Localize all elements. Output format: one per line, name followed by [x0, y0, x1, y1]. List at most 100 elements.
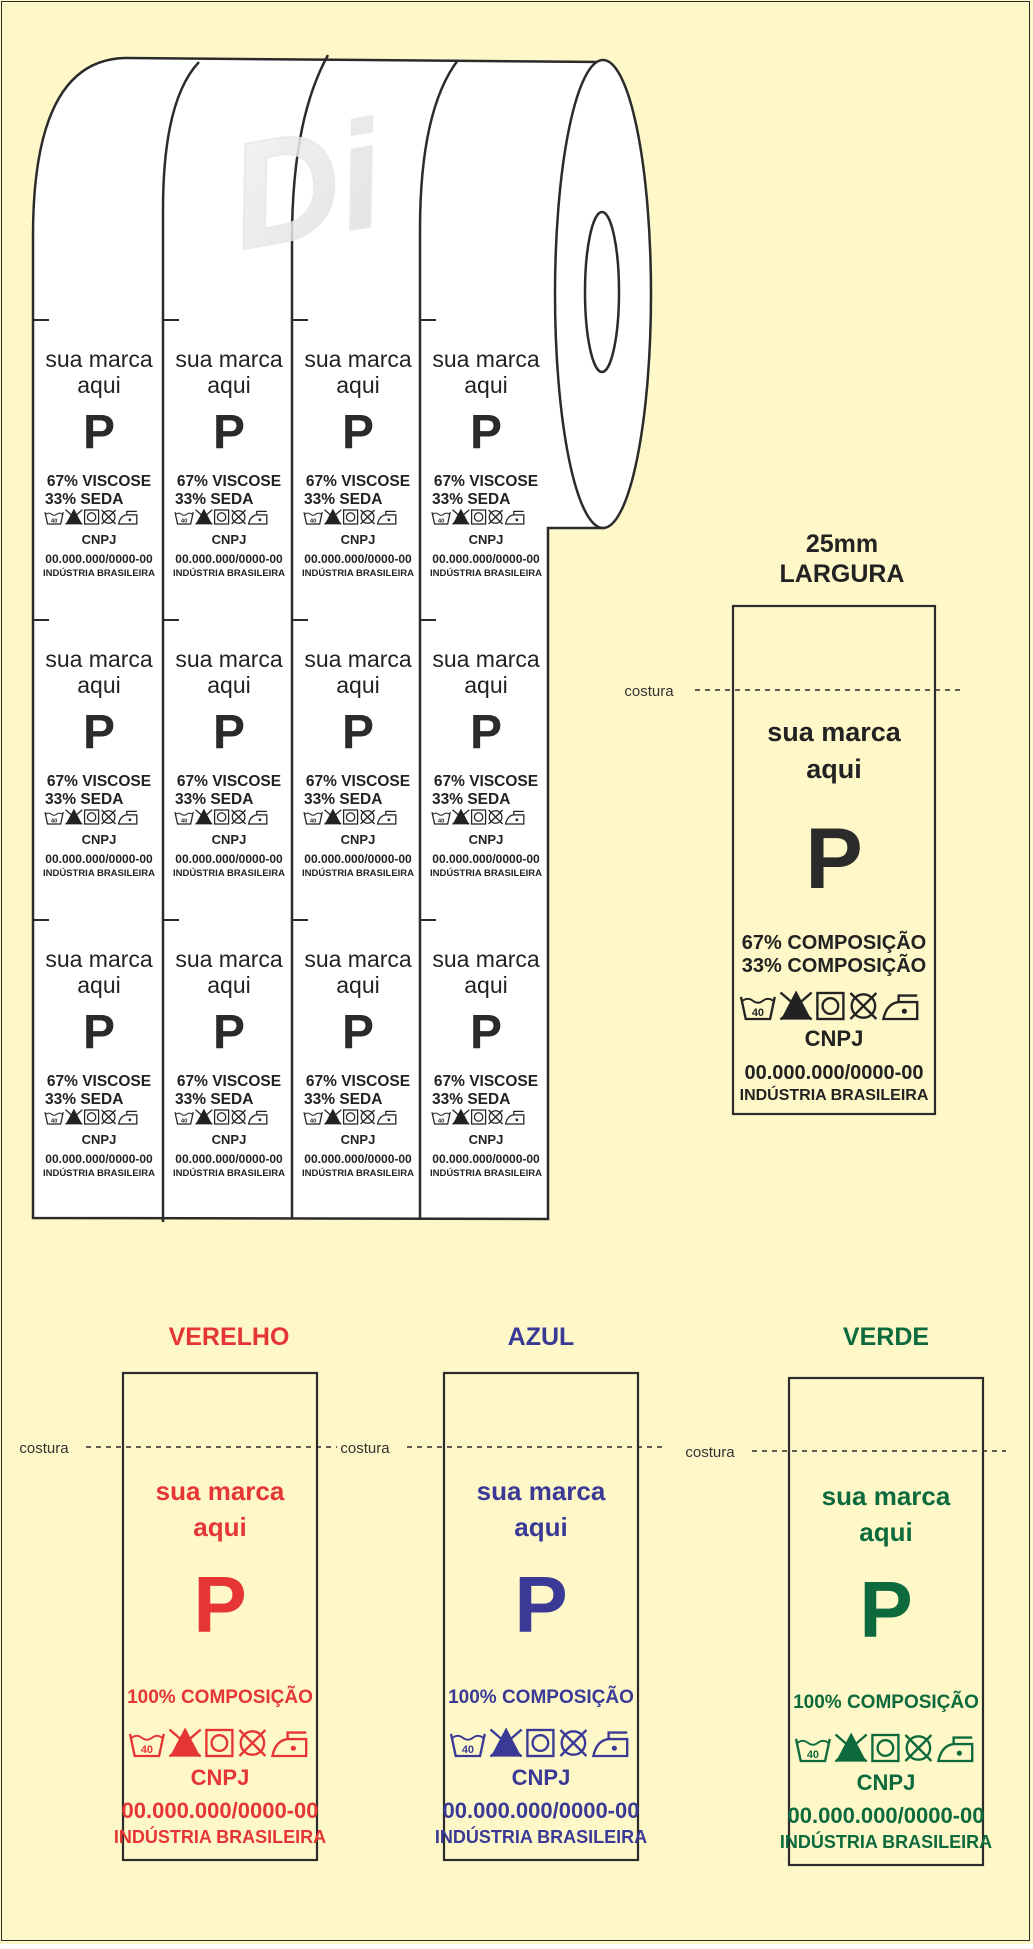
cnpj-label: CNPJ: [212, 532, 247, 547]
tumble-dry-icon: [526, 1728, 555, 1758]
wash-40-icon: 40: [449, 1733, 486, 1758]
svg-text:40: 40: [141, 1744, 153, 1756]
size-letter: P: [213, 706, 245, 759]
cnpj-label: CNPJ: [341, 832, 376, 847]
seam-label: costura: [19, 1440, 69, 1457]
brand-line-1: sua marca: [175, 946, 283, 972]
care-icons: 40: [174, 1108, 268, 1125]
brand-line-1: sua marca: [304, 946, 412, 972]
origin-text: INDÚSTRIA BRASILEIRA: [173, 567, 285, 579]
no-bleach-icon: [168, 1727, 202, 1758]
composition-line-1: 67% VISCOSE: [306, 1073, 410, 1090]
composition-line-1: 67% VISCOSE: [306, 773, 410, 790]
no-bleach-icon: [779, 990, 813, 1021]
tumble-dry-icon: [83, 809, 100, 825]
iron-low-icon: [376, 510, 397, 525]
no-dry-clean-icon: [488, 1109, 504, 1125]
composition-text: 100% COMPOSIÇÃO: [793, 1691, 979, 1713]
no-dry-clean-icon: [238, 1729, 267, 1757]
cnpj-number: 00.000.000/0000-00: [304, 1152, 412, 1166]
brand-line-1: sua marca: [477, 1476, 606, 1506]
brand-line-2: aqui: [336, 672, 379, 698]
wash-40-icon: 40: [303, 511, 323, 525]
svg-text:40: 40: [310, 1118, 317, 1124]
size-letter: P: [83, 406, 115, 459]
size-letter: P: [83, 706, 115, 759]
composition-line-2: 33% SEDA: [175, 1091, 253, 1108]
composition-line-1: 67% VISCOSE: [177, 473, 281, 490]
brand-line-2: aqui: [514, 1512, 567, 1542]
no-bleach-icon: [65, 508, 83, 525]
composition-line-2: 33% SEDA: [45, 1091, 123, 1108]
no-dry-clean-icon: [849, 992, 878, 1020]
cnpj-label: CNPJ: [805, 1026, 864, 1051]
care-icons: 40: [431, 1108, 525, 1125]
iron-low-icon: [504, 1110, 525, 1125]
svg-text:40: 40: [181, 518, 188, 524]
care-icons: 40: [174, 508, 268, 525]
svg-text:40: 40: [462, 1744, 474, 1756]
tumble-dry-icon: [342, 1109, 359, 1125]
brand-line-1: sua marca: [304, 346, 412, 372]
cnpj-label: CNPJ: [469, 532, 504, 547]
cnpj-label: CNPJ: [82, 1132, 117, 1147]
size-letter: P: [213, 1006, 245, 1059]
care-icons: 40: [431, 808, 525, 825]
cnpj-number: 00.000.000/0000-00: [45, 1152, 153, 1166]
watermark-logo: Di: [217, 89, 397, 281]
origin-text: INDÚSTRIA BRASILEIRA: [430, 1167, 542, 1179]
cnpj-number: 00.000.000/0000-00: [304, 552, 412, 566]
size-letter: P: [470, 706, 502, 759]
care-icons: 40: [174, 808, 268, 825]
cnpj-label: CNPJ: [857, 1770, 916, 1795]
svg-text:40: 40: [51, 818, 58, 824]
care-icons: 40: [44, 508, 138, 525]
tape-divider-3: [418, 59, 459, 1218]
tumble-dry-icon: [470, 509, 487, 525]
cnpj-number: 00.000.000/0000-00: [45, 852, 153, 866]
no-dry-clean-icon: [231, 809, 247, 825]
origin-text: INDÚSTRIA BRASILEIRA: [740, 1085, 929, 1104]
width-label: LARGURA: [780, 560, 905, 588]
no-dry-clean-icon: [360, 509, 376, 525]
seam-label: costura: [340, 1440, 390, 1457]
roll-core: [583, 210, 621, 374]
iron-low-icon: [504, 810, 525, 825]
care-icons: 40: [794, 1732, 974, 1763]
care-icons: 40: [44, 808, 138, 825]
svg-text:40: 40: [181, 818, 188, 824]
cnpj-number: 00.000.000/0000-00: [175, 1152, 283, 1166]
cnpj-number: 00.000.000/0000-00: [304, 852, 412, 866]
tumble-dry-icon: [205, 1728, 234, 1758]
no-dry-clean-icon: [101, 1109, 117, 1125]
iron-low-icon: [117, 810, 138, 825]
no-bleach-icon: [452, 508, 470, 525]
origin-text: INDÚSTRIA BRASILEIRA: [43, 867, 155, 879]
tumble-dry-icon: [213, 1109, 230, 1125]
composition-text: 100% COMPOSIÇÃO: [127, 1686, 313, 1708]
brand-line-2: aqui: [207, 972, 250, 998]
no-bleach-icon: [195, 808, 213, 825]
brand-line-2: aqui: [336, 372, 379, 398]
iron-low-icon: [247, 510, 268, 525]
no-bleach-icon: [324, 808, 342, 825]
no-bleach-icon: [195, 1108, 213, 1125]
size-letter: P: [193, 1560, 246, 1649]
brand-line-1: sua marca: [304, 646, 412, 672]
size-letter: P: [342, 706, 374, 759]
composition-line-1: 67% VISCOSE: [47, 473, 151, 490]
brand-line-2: aqui: [207, 372, 250, 398]
cnpj-number: 00.000.000/0000-00: [175, 852, 283, 866]
origin-text: INDÚSTRIA BRASILEIRA: [43, 1167, 155, 1179]
care-icons: 40: [128, 1727, 308, 1758]
no-bleach-icon: [324, 1108, 342, 1125]
